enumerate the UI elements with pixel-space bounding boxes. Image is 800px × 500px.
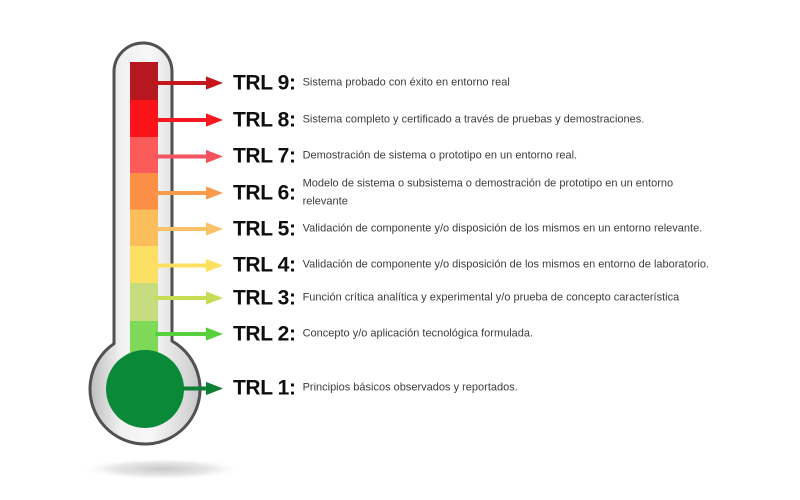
trl-level-description: Sistema probado con éxito en entorno rea… <box>302 76 510 89</box>
trl-level-label: TRL 7: <box>233 144 296 168</box>
trl-thermometer-figure <box>80 41 244 480</box>
thermometer-segment-trl3 <box>130 283 158 321</box>
trl-level-label: TRL 2: <box>233 322 296 346</box>
thermometer-bulb <box>106 350 184 428</box>
thermometer-segment-trl6 <box>130 173 158 210</box>
trl-level-label: TRL 8: <box>233 108 296 132</box>
trl6-arrow <box>155 186 223 200</box>
trl-level-label: TRL 1: <box>233 376 296 400</box>
thermometer-segment-trl4 <box>130 246 158 283</box>
trl-level-description: Validación de componente y/o disposición… <box>302 258 709 271</box>
trl-level-label: TRL 3: <box>233 286 296 310</box>
trl1-arrow <box>183 381 223 396</box>
trl-level-description: Sistema completo y certificado a través … <box>302 113 645 126</box>
trl7-arrow <box>155 149 223 164</box>
thermometer-segment-trl7 <box>130 137 158 173</box>
trl5-arrow <box>155 222 223 236</box>
trl3-arrow <box>155 291 223 305</box>
thermometer-shadow <box>80 458 244 480</box>
trl9-arrow <box>155 76 223 90</box>
trl-level-row-6: TRL 6: Modelo de sistema o subsistema o … <box>233 175 793 210</box>
trl8-arrow <box>155 113 223 127</box>
trl2-arrow <box>155 327 223 341</box>
trl-level-row-4: TRL 4: Validación de componente y/o disp… <box>233 255 793 276</box>
trl-level-row-2: TRL 2: Concepto y/o aplicación tecnológi… <box>233 324 793 345</box>
trl-level-description: Principios básicos observados y reportad… <box>302 381 518 394</box>
trl-level-label: TRL 4: <box>233 253 296 277</box>
trl-level-description: Concepto y/o aplicación tecnológica form… <box>302 327 534 340</box>
thermometer-segment-trl5 <box>130 209 158 246</box>
trl-level-description: Modelo de sistema o subsistema o demostr… <box>302 177 674 207</box>
trl-level-row-3: TRL 3: Función crítica analítica y exper… <box>233 288 793 309</box>
trl-level-row-1: TRL 1: Principios básicos observados y r… <box>233 378 793 399</box>
trl-level-row-9: TRL 9: Sistema probado con éxito en ento… <box>233 73 793 94</box>
trl-level-description: Validación de componente y/o disposición… <box>302 222 703 235</box>
thermometer-segment-trl9 <box>130 62 158 100</box>
thermometer-segment-trl8 <box>130 100 158 137</box>
trl-level-description: Demostración de sistema o prototipo en u… <box>302 149 578 162</box>
trl-level-label: TRL 9: <box>233 71 296 95</box>
trl-level-label: TRL 5: <box>233 217 296 241</box>
trl-level-row-8: TRL 8: Sistema completo y certificado a … <box>233 110 793 131</box>
trl-level-row-5: TRL 5: Validación de componente y/o disp… <box>233 219 793 240</box>
trl-level-row-7: TRL 7: Demostración de sistema o prototi… <box>233 146 793 167</box>
trl-level-description: Función crítica analítica y experimental… <box>302 291 680 304</box>
trl4-arrow <box>155 258 223 273</box>
trl-level-label: TRL 6: <box>233 181 296 205</box>
